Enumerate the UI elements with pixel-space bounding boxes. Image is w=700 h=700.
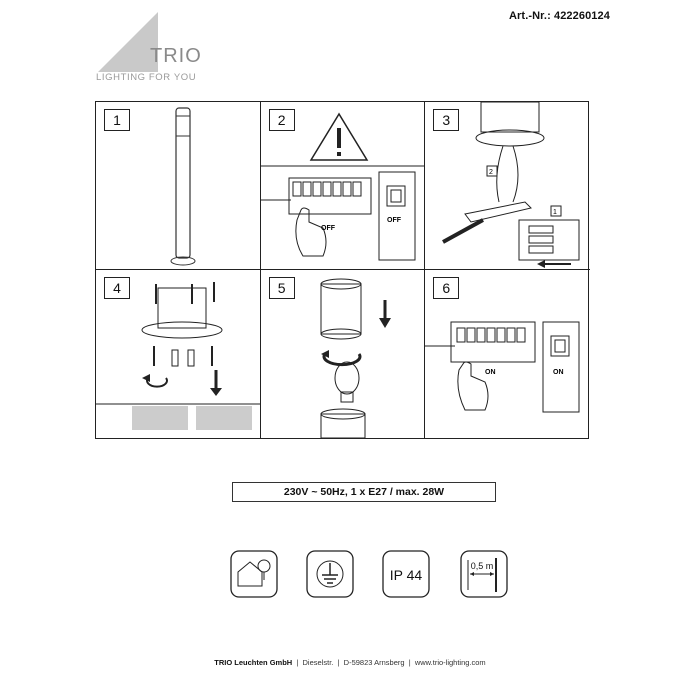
step-number: 6 [433, 277, 460, 299]
on-label: ON [485, 369, 496, 376]
step-number: 2 [268, 109, 295, 131]
wire-step-label: 1 [553, 209, 557, 216]
off-label: OFF [321, 225, 336, 232]
electrical-specs: 230V ~ 50Hz, 1 x E27 / max. 28W [232, 482, 496, 502]
min-distance-text: 0,5 m [471, 561, 494, 571]
wire-step-label: 2 [489, 169, 493, 176]
step-number: 4 [104, 277, 130, 299]
brand-name: TRIO [150, 45, 202, 67]
on-label: ON [553, 369, 564, 376]
bulb-insert-illustration [320, 278, 391, 438]
step-2-panel: 2 OFF OFF [260, 102, 426, 270]
step-1-panel: 1 [96, 102, 261, 270]
footer-city: D-59823 Arnsberg [343, 658, 405, 667]
trio-logo-icon [98, 12, 158, 72]
step-number: 3 [433, 109, 460, 131]
footer-web[interactable]: www.trio-lighting.com [414, 658, 486, 667]
step-4-panel: 4 [96, 270, 261, 438]
bollard-lamp-illustration [170, 107, 196, 266]
ip-rating-text: IP 44 [390, 567, 423, 583]
step-6-panel: 6 ON ON [425, 270, 590, 438]
instruction-grid: 1 2 OFF OFF [95, 101, 590, 439]
indoor-outdoor-icon [230, 550, 278, 598]
mounting-illustration [96, 282, 260, 430]
min-distance-icon: 0,5 m [460, 550, 508, 598]
footer: TRIO Leuchten GmbH | Dieselstr. | D-5982… [214, 658, 486, 667]
wiring-illustration: 2 1 [442, 102, 580, 268]
article-number: Art.-Nr.: 422260124 [509, 10, 610, 22]
step-3-panel: 3 2 1 [425, 102, 590, 270]
warning-icon [309, 112, 368, 161]
off-label: OFF [387, 217, 402, 224]
step-number: 1 [104, 109, 130, 131]
footer-street: Dieselstr. [302, 658, 334, 667]
switch-on-illustration: ON ON [425, 321, 580, 413]
brand-tagline: LIGHTING FOR YOU [96, 72, 197, 83]
protection-class-icon [306, 550, 354, 598]
step-5-panel: 5 [261, 270, 426, 438]
ip-rating-icon: IP 44 [382, 550, 430, 598]
switch-off-illustration: OFF OFF [260, 112, 425, 261]
footer-company: TRIO Leuchten GmbH [214, 658, 293, 667]
step-number: 5 [268, 277, 295, 299]
